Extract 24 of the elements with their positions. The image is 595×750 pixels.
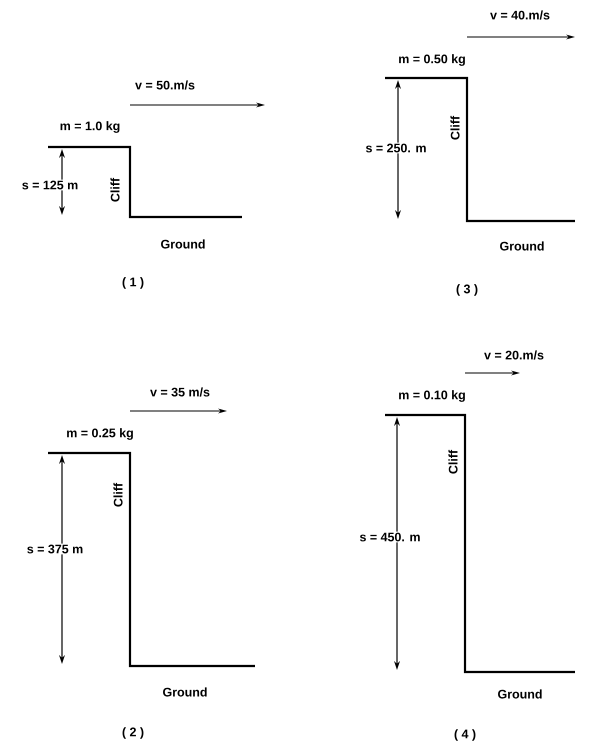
panel-number: ( 3 ) — [456, 284, 478, 296]
cliff-label: Cliff — [448, 450, 458, 474]
height-label: s = 450. m — [358, 532, 422, 542]
height-label: s = 125 m — [20, 180, 80, 190]
velocity-label: v = 50.m/s — [135, 80, 194, 90]
ground-label: Ground — [500, 241, 544, 251]
ground-label: Ground — [161, 239, 205, 249]
cliff-label: Cliff — [110, 178, 120, 202]
velocity-label: v = 40.m/s — [490, 10, 550, 20]
mass-label: m = 0.25 kg — [67, 428, 133, 440]
cliff-label: Cliff — [450, 116, 460, 140]
velocity-label: v = 35 m/s — [150, 387, 210, 397]
panel-number: ( 4 ) — [454, 729, 476, 741]
mass-label: m = 0.10 kg — [399, 390, 465, 402]
height-label: s = 375 m — [26, 544, 84, 554]
cliff-label: Cliff — [113, 482, 123, 507]
mass-label: m = 0.50 kg — [399, 54, 465, 66]
ground-label: Ground — [498, 689, 542, 699]
panel-number: ( 1 ) — [122, 277, 144, 289]
panel-number: ( 2 ) — [122, 727, 144, 739]
mass-label: m = 1.0 kg — [60, 121, 120, 133]
height-label: s = 250. m — [364, 142, 428, 154]
ground-label: Ground — [163, 687, 207, 697]
velocity-label: v = 20.m/s — [484, 350, 544, 360]
